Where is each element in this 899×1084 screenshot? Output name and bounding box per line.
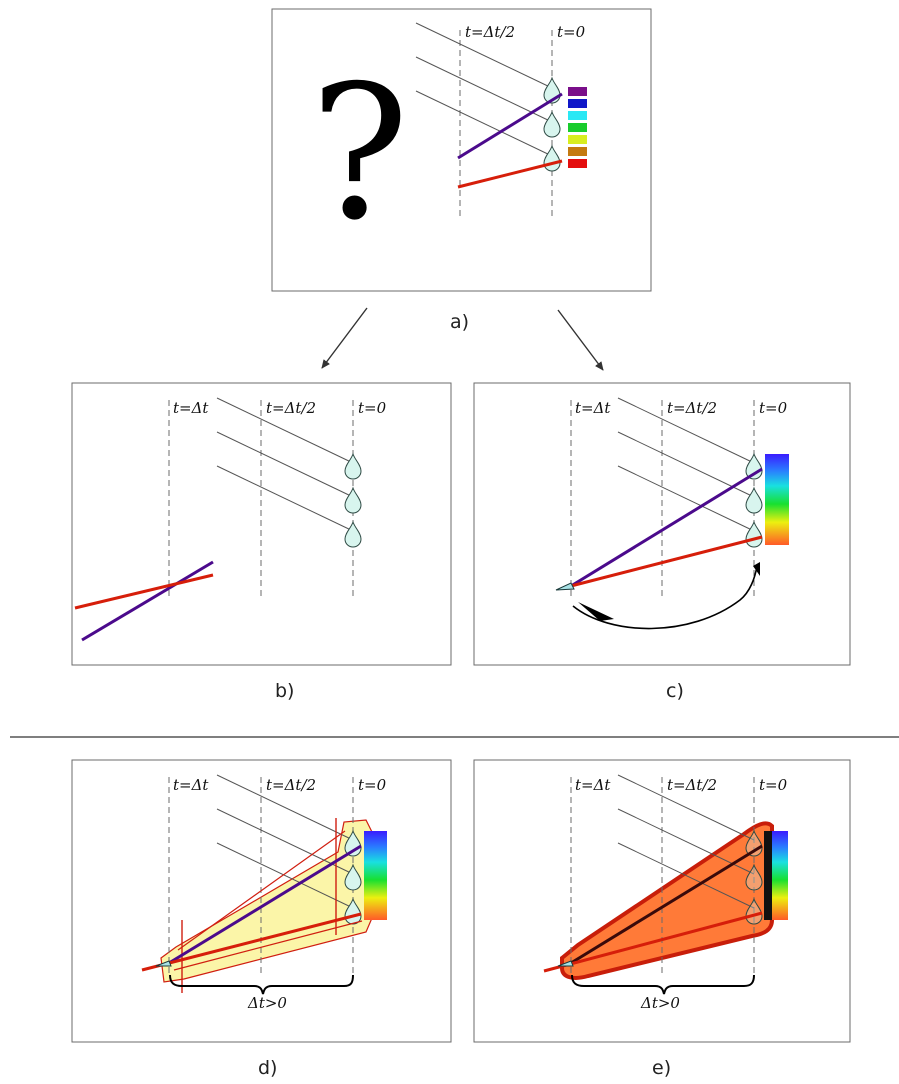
- color-swatch-violet: [568, 87, 587, 96]
- color-swatch-green: [568, 123, 587, 132]
- raindrop-icon: [745, 863, 763, 891]
- color-swatch-blue: [568, 99, 587, 108]
- color-swatch-cyan: [568, 111, 587, 120]
- arrow-icon: [572, 565, 758, 630]
- spectrum-bar: [765, 454, 789, 545]
- question-mark: ?: [310, 45, 409, 261]
- spectrum-bar: [364, 831, 387, 920]
- panel-b: t=Δt t=Δt/2 t=0: [71, 382, 452, 666]
- arrow-icon: [321, 307, 368, 369]
- red-ray: [141, 912, 362, 972]
- panel-label-e: e): [652, 1057, 671, 1079]
- visibility-cone: [560, 821, 774, 980]
- red-ray: [570, 535, 763, 588]
- panel-a: ? t=Δt/2 t=0: [271, 8, 652, 292]
- sun-ray: [415, 22, 553, 89]
- panel-c: t=Δt t=Δt/2 t=0: [473, 382, 851, 666]
- time-label-zero: t=0: [358, 399, 387, 417]
- purple-ray: [570, 467, 763, 588]
- purple-ray: [570, 844, 763, 965]
- raindrop-icon: [745, 897, 763, 925]
- sun-ray: [415, 56, 553, 123]
- raindrop-icon: [745, 486, 763, 514]
- sun-ray: [617, 774, 755, 841]
- color-swatch-orange: [568, 147, 587, 156]
- purple-ray: [81, 560, 214, 642]
- panel-d: t=Δt t=Δt/2 t=0 Δt>0: [71, 759, 452, 1043]
- time-label-dt: t=Δt: [575, 399, 611, 417]
- panel-label-c: c): [666, 680, 684, 702]
- time-label-dt: t=Δt: [173, 776, 209, 794]
- sun-ray: [216, 842, 354, 909]
- time-label-dt: t=Δt: [575, 776, 611, 794]
- panel-label-d: d): [258, 1057, 277, 1079]
- cone-edge-lower: [173, 920, 363, 971]
- raindrop-icon: [344, 863, 362, 891]
- time-label-zero: t=0: [557, 23, 586, 41]
- sun-ray: [415, 90, 553, 157]
- time-label-half: t=Δt/2: [465, 23, 515, 41]
- arrow-tail: [578, 602, 614, 621]
- sun-ray: [617, 465, 755, 532]
- sun-ray: [216, 431, 354, 498]
- sun-ray: [216, 774, 354, 841]
- sun-ray: [216, 397, 354, 464]
- time-label-zero: t=0: [759, 399, 788, 417]
- panel-label-a: a): [450, 311, 469, 333]
- arrow-icon: [557, 309, 604, 371]
- time-label-half: t=Δt/2: [266, 776, 316, 794]
- panel-label-b: b): [275, 680, 294, 702]
- panel-a-frame: [271, 8, 652, 292]
- panel-e: t=Δt t=Δt/2 t=0 Δt>0: [473, 759, 851, 1043]
- raindrop-icon: [344, 452, 362, 480]
- raindrop-icon: [543, 110, 561, 138]
- color-swatch-red: [568, 159, 587, 168]
- purple-ray: [168, 844, 362, 965]
- raindrop-icon: [344, 520, 362, 548]
- red-ray: [543, 911, 763, 973]
- time-label-zero: t=0: [759, 776, 788, 794]
- eye-icon: [555, 582, 575, 591]
- time-label-zero: t=0: [358, 776, 387, 794]
- eye-icon: [155, 960, 172, 967]
- spectrum-shadow: [764, 831, 772, 920]
- color-swatch-yellow: [568, 135, 587, 144]
- red-ray: [74, 573, 214, 610]
- red-ray: [457, 159, 563, 189]
- sun-ray: [216, 465, 354, 532]
- brace-icon: [169, 974, 354, 995]
- time-label-half: t=Δt/2: [667, 399, 717, 417]
- interval-label: Δt>0: [247, 994, 287, 1012]
- time-label-half: t=Δt/2: [667, 776, 717, 794]
- arrow-head: [753, 562, 760, 576]
- interval-label: Δt>0: [640, 994, 680, 1012]
- time-label-half: t=Δt/2: [266, 399, 316, 417]
- raindrop-icon: [344, 486, 362, 514]
- brace-icon: [571, 974, 755, 995]
- sun-ray: [617, 397, 755, 464]
- cone-edge-upper: [177, 830, 346, 951]
- sun-ray: [617, 842, 755, 909]
- purple-ray: [457, 92, 563, 160]
- time-label-dt: t=Δt: [173, 399, 209, 417]
- eye-icon: [557, 960, 574, 967]
